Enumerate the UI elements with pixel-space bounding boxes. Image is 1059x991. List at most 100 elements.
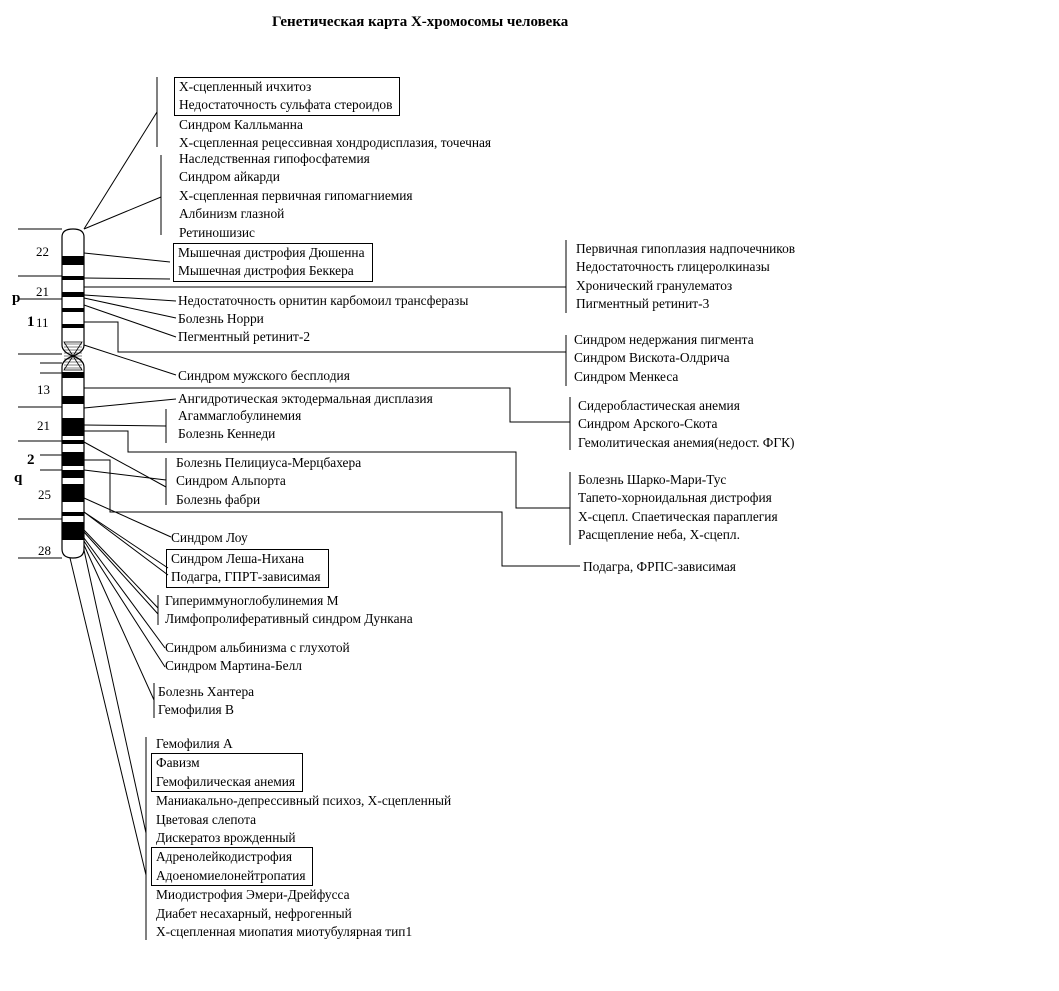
chromosome-band [62, 418, 84, 436]
disease-label: Болезнь фабри [176, 491, 261, 507]
connector-line [83, 529, 159, 609]
left-gene-group: Синдром мужского бесплодия [178, 367, 350, 385]
connector-line [83, 549, 147, 834]
band-label: 22 [36, 244, 49, 259]
disease-label: Маниакально-депрессивный психоз, Х-сцепл… [156, 793, 452, 809]
connector-line [83, 304, 177, 338]
band-label: 21 [36, 284, 49, 299]
disease-label: Синдром айкарди [179, 169, 280, 185]
arm-label: 1 [27, 314, 35, 330]
disease-label: Недостаточность орнитин карбомоил трансф… [178, 293, 469, 308]
disease-label: Пегментный ретинит-2 [178, 329, 311, 345]
disease-label: Х-сцепленная рецессивная хондродисплазия… [179, 135, 492, 151]
connector-line [69, 557, 147, 876]
connector-line [83, 398, 177, 409]
disease-label: Фавизм [156, 755, 200, 771]
connector-line [84, 387, 570, 423]
band-label: 28 [38, 543, 51, 558]
disease-label: Болезнь Пелициуса-Мерцбахера [176, 455, 362, 470]
disease-label: Синдром Леша-Нихана [171, 551, 305, 566]
disease-label: Дискератоз врожденный [156, 830, 296, 846]
connector-line [84, 459, 580, 567]
disease-label: Цветовая слепота [156, 811, 257, 827]
connector-line [83, 297, 177, 319]
disease-label: Агаммаглобулинемия [178, 408, 302, 423]
connector-line [84, 321, 566, 353]
chromosome-band [62, 372, 84, 378]
disease-label: Синдром альбинизма с глухотой [165, 640, 350, 655]
connector-line [83, 540, 166, 668]
disease-label: Синдром Арского-Скота [578, 416, 718, 432]
chromosome-band [62, 470, 84, 478]
connector-line [83, 469, 167, 481]
disease-label: Первичная гипоплазия надпочечников [576, 241, 796, 256]
disease-label: Недостаточность сульфата стероидов [179, 97, 393, 113]
arm-label: q [14, 470, 23, 486]
disease-label: Подагра, ФРПС-зависимая [583, 559, 736, 574]
chromosome-band [62, 440, 84, 444]
chromosome-band [62, 396, 84, 404]
connector-line [83, 294, 177, 302]
connector-line [83, 441, 167, 488]
right-gene-group: Подагра, ФРПС-зависимая [583, 558, 736, 576]
disease-label: Наследственная гипофосфатемия [179, 151, 370, 166]
connector-line [84, 430, 570, 509]
connector-line [83, 252, 171, 263]
disease-label: Мышечная дистрофия Беккера [178, 263, 354, 279]
chromosome-band [62, 324, 84, 328]
connector-line [83, 196, 162, 230]
disease-label: Х-сцепл. Спаетическая параплегия [578, 508, 778, 524]
disease-label: Тапето-хорноидальная дистрофия [578, 490, 772, 506]
disease-label: Синдром Вискота-Олдрича [574, 350, 730, 366]
disease-label: Ретиношизис [179, 224, 255, 240]
disease-label: Мышечная дистрофия Дюшенна [178, 245, 365, 260]
left-gene-group: Недостаточность орнитин карбомоил трансф… [178, 292, 468, 310]
disease-label: Адоеномиелонейтропатия [156, 867, 306, 883]
connector-line [83, 344, 177, 376]
connector-line [83, 537, 166, 649]
disease-label: Недостаточность глицеролкиназы [576, 259, 770, 275]
disease-label: Х-сцепленная первичная гипомагниемия [179, 187, 413, 203]
page-title: Генетическая карта Х-хромосомы человека [272, 14, 569, 30]
arm-label: p [12, 290, 21, 306]
chromosome-band [62, 452, 84, 466]
disease-label: Лимфопролиферативный синдром Дункана [165, 611, 413, 627]
disease-label: Синдром мужского бесплодия [178, 368, 350, 383]
connector-line [83, 424, 167, 427]
disease-label: Диабет несахарный, нефрогенный [156, 905, 352, 921]
disease-label: Пигментный ретинит-3 [576, 296, 710, 312]
disease-label: Болезнь Кеннеди [178, 426, 276, 442]
disease-label: Гемолитическая анемия(недост. ФГК) [578, 434, 795, 450]
chromosome-band [62, 292, 84, 297]
disease-label: Адренолейкодистрофия [156, 849, 293, 865]
chromosome-band [62, 256, 84, 265]
disease-label: Гемофилия В [158, 702, 234, 718]
disease-label: Миодистрофия Эмери-Дрейфусса [156, 887, 350, 903]
disease-label: Албинизм глазной [179, 206, 285, 222]
chromosome-band [62, 308, 84, 312]
connector-line [83, 277, 171, 280]
band-label: 25 [38, 487, 51, 502]
disease-label: Синдром недержания пигмента [574, 332, 754, 347]
connector-line [83, 511, 169, 569]
band-label: 11 [36, 315, 49, 330]
disease-label: Х-сцепленная миопатия миотубулярная тип1 [156, 924, 413, 940]
